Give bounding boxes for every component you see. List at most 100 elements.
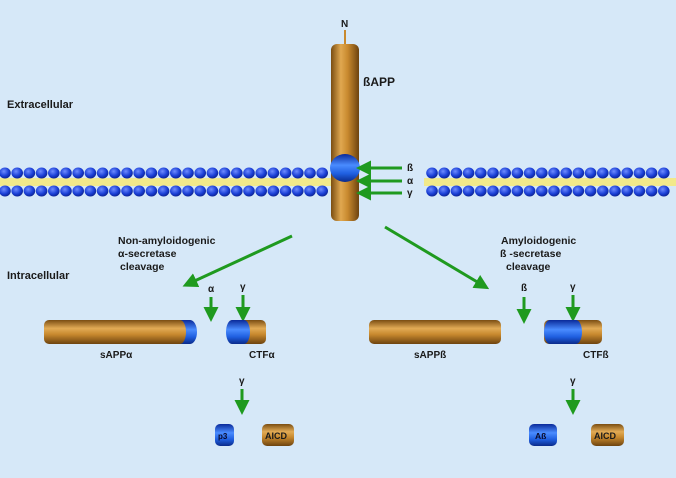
lipid-head	[609, 185, 621, 197]
lipid-head	[243, 185, 255, 197]
membrane-cut-arrows: ß α γ	[356, 160, 414, 201]
sappalpha-segment	[180, 320, 197, 344]
lipid-head	[11, 185, 23, 197]
lipid-head	[536, 185, 548, 197]
aicd-beta-fragment: AICD	[591, 424, 624, 446]
lipid-head	[35, 167, 48, 179]
lipid-head	[584, 185, 597, 197]
lipid-head	[621, 185, 633, 197]
lipid-head	[487, 185, 499, 197]
extracellular-label: Extracellular	[7, 99, 74, 111]
lipid-head	[292, 185, 304, 197]
non-amyloidogenic-pathway-arrow	[182, 234, 293, 288]
p3-peptide: p3	[215, 424, 234, 446]
lipid-head	[633, 167, 646, 179]
lipid-head	[511, 185, 524, 197]
lipid-head	[218, 185, 231, 197]
lipid-head	[462, 167, 475, 179]
lipid-head	[487, 167, 499, 179]
lipid-head	[145, 167, 158, 179]
amyloidogenic-pathway: Amyloidogenic ß -secretase cleavage ß γ …	[369, 235, 624, 446]
lipid-head	[584, 167, 597, 179]
lipid-head	[243, 167, 255, 179]
lipid-head	[645, 185, 658, 197]
lipid-head	[304, 185, 316, 197]
protein-name-label: ßAPP	[363, 75, 395, 89]
lipid-head	[621, 167, 633, 179]
lipid-head	[206, 185, 219, 197]
lipid-head	[597, 167, 609, 179]
lipid-head	[658, 185, 670, 197]
beta-cut-label: ß	[521, 283, 527, 294]
gamma-second-cut-label: γ	[239, 376, 245, 387]
lipid-head	[292, 167, 304, 179]
aicd-beta-label: AICD	[594, 431, 616, 441]
non-amyloidogenic-title: Non-amyloidogenic α-secretase cleavage	[118, 235, 218, 273]
lipid-head	[218, 167, 231, 179]
lipid-head	[182, 167, 194, 179]
sappalpha-label: sAPPα	[100, 350, 133, 361]
lipid-head	[548, 167, 560, 179]
lipid-head	[72, 185, 84, 197]
alpha-cut-label: α	[208, 284, 215, 295]
lipid-head	[633, 185, 646, 197]
lipid-head	[72, 167, 84, 179]
amyloidogenic-title: Amyloidogenic ß -secretase cleavage	[500, 235, 579, 273]
lipid-head	[23, 167, 36, 179]
lipid-head	[35, 185, 48, 197]
lipid-head	[60, 167, 72, 179]
lipid-head	[548, 185, 560, 197]
gamma-cut-label: γ	[407, 188, 413, 199]
lipid-head	[157, 167, 170, 179]
lipid-head	[560, 167, 572, 179]
lipid-head	[536, 167, 548, 179]
lipid-head	[438, 185, 451, 197]
lipid-head	[279, 185, 292, 197]
sappbeta-fragment	[369, 320, 501, 344]
lipid-head	[279, 167, 292, 179]
intracellular-label: Intracellular	[7, 270, 70, 282]
lipid-head	[267, 167, 280, 179]
lipid-head	[133, 167, 145, 179]
lipid-head	[523, 185, 536, 197]
lipid-head	[426, 167, 438, 179]
abeta-peptide: Aß	[529, 424, 557, 446]
lipid-head	[48, 167, 60, 179]
lipid-head	[84, 167, 97, 179]
lipid-head	[109, 167, 121, 179]
lipid-head	[170, 167, 182, 179]
lipid-head	[0, 185, 11, 197]
ctfbeta-label: CTFß	[583, 350, 609, 361]
aicd-alpha-label: AICD	[265, 431, 287, 441]
lipid-head	[450, 167, 463, 179]
abeta-label: Aß	[535, 431, 546, 441]
lipid-head	[597, 185, 609, 197]
lipid-head	[523, 167, 536, 179]
lipid-head	[121, 167, 133, 179]
ctfalpha-label: CTFα	[249, 350, 275, 361]
sappalpha-fragment	[44, 320, 197, 344]
lipid-head	[572, 167, 585, 179]
lipid-head	[157, 185, 170, 197]
lipid-head	[499, 185, 512, 197]
lipid-head	[11, 167, 23, 179]
ctfbeta-fragment	[544, 320, 602, 344]
ctfalpha-segment	[226, 320, 250, 344]
lipid-head	[560, 185, 572, 197]
amyloidogenic-pathway-arrow	[384, 225, 490, 290]
lipid-head	[60, 185, 72, 197]
lipid-head	[462, 185, 475, 197]
lipid-head	[182, 185, 194, 197]
non-amyloidogenic-pathway: Non-amyloidogenic α-secretase cleavage α…	[44, 235, 294, 446]
app-rod	[331, 44, 359, 221]
lipid-head	[304, 167, 316, 179]
lipid-tail-band	[0, 178, 331, 186]
lipid-head	[194, 185, 206, 197]
ctfbeta-segment	[544, 320, 582, 344]
lipid-tail-band	[424, 178, 676, 186]
lipid-head	[121, 185, 133, 197]
lipid-head	[206, 167, 219, 179]
lipid-head	[316, 167, 329, 179]
lipid-head	[170, 185, 182, 197]
lipid-head	[475, 167, 487, 179]
